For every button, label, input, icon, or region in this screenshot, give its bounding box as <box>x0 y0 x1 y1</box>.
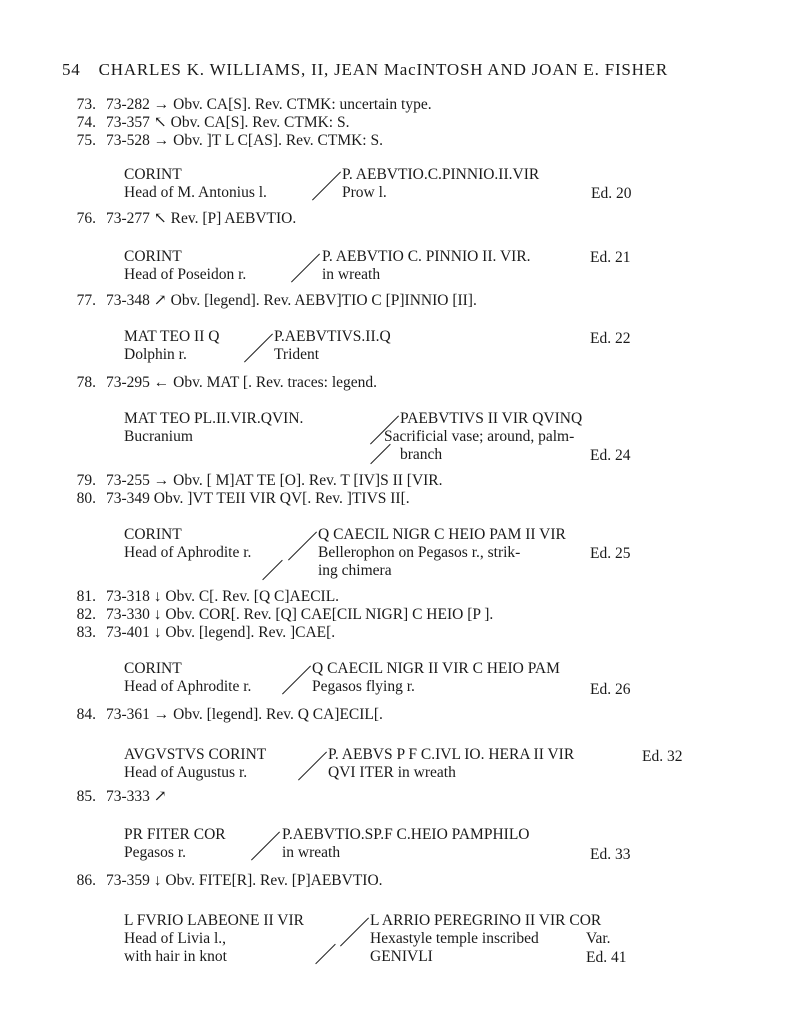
type-obverse-description: Head of M. Antonius l. <box>124 184 267 201</box>
entry-text: 73-318 ↓ Obv. C[. Rev. [Q C]AECIL. <box>106 588 340 605</box>
type-obverse-legend: CORINT <box>124 526 182 543</box>
type-reverse-description: in wreath <box>322 266 381 283</box>
type-obverse-legend: CORINT <box>124 166 182 183</box>
type-reverse-description: Pegasos flying r. <box>312 678 415 695</box>
type-reverse-legend: Q CAECIL NIGR C HEIO PAM II VIR <box>318 526 566 543</box>
entry-number: 84. <box>76 706 96 723</box>
entry-number: 85. <box>76 788 96 805</box>
entry-text: 73-349 Obv. ]VT TEII VIR QV[. Rev. ]TIVS… <box>106 490 410 507</box>
type-reverse-description: Sacrificial vase; around, palm- <box>384 428 575 445</box>
type-reverse-description-cont: ing chimera <box>318 562 392 579</box>
type-obverse-description: Head of Poseidon r. <box>124 266 247 283</box>
entry-number: 79. <box>76 472 96 489</box>
entry-number: 75. <box>76 132 96 149</box>
type-reverse-legend: P. AEBVTIO C. PINNIO II. VIR. <box>322 248 531 265</box>
entry-text: 73-401 ↓ Obv. [legend]. Rev. ]CAE[. <box>106 624 336 641</box>
type-reverse-legend: L ARRIO PEREGRINO II VIR COR <box>370 912 602 929</box>
divider-slash <box>315 943 336 965</box>
type-reverse-description: QVI ITER in wreath <box>328 764 456 781</box>
entry-number: 80. <box>76 490 96 507</box>
type-reverse-description: in wreath <box>282 844 341 861</box>
entry-number: 78. <box>76 374 96 391</box>
type-reverse-description: Hexastyle temple inscribed <box>370 930 539 947</box>
type-reverse-description: Bellerophon on Pegasos r., strik- <box>318 544 521 561</box>
type-obverse-description: Head of Aphrodite r. <box>124 678 252 695</box>
type-reverse-legend: P. AEBVTIO.C.PINNIO.II.VIR <box>342 166 540 183</box>
type-obverse-description-cont: with hair in knot <box>124 948 227 965</box>
edwards-reference: Ed. 25 <box>590 545 631 562</box>
type-obverse-legend: MAT TEO II Q <box>124 328 220 345</box>
entry-text: 73-528 → Obv. ]T L C[AS]. Rev. CTMK: S. <box>106 132 383 149</box>
entry-text: 73-361 → Obv. [legend]. Rev. Q CA]ECIL[. <box>106 706 383 723</box>
entry-text: 73-330 ↓ Obv. COR[. Rev. [Q] CAE[CIL NIG… <box>106 606 494 623</box>
type-obverse-legend: L FVRIO LABEONE II VIR <box>124 912 304 929</box>
type-obverse-legend: MAT TEO PL.II.VIR.QVIN. <box>124 410 304 427</box>
divider-slash <box>312 171 341 201</box>
entry-number: 76. <box>76 210 96 227</box>
running-header: 54 CHARLES K. WILLIAMS, II, JEAN MacINTOS… <box>62 60 762 80</box>
type-reverse-description-cont: branch <box>400 446 443 463</box>
type-obverse-legend: AVGVSTVS CORINT <box>124 746 267 763</box>
type-reverse-description: Trident <box>274 346 320 363</box>
edwards-reference: Ed. 26 <box>590 681 631 698</box>
divider-slash <box>244 333 273 363</box>
edwards-reference: Ed. 22 <box>590 330 631 347</box>
author-line: CHARLES K. WILLIAMS, II, JEAN MacINTOSH … <box>98 60 669 79</box>
type-reverse-description: Prow l. <box>342 184 387 201</box>
divider-slash <box>370 443 391 465</box>
type-obverse-legend: CORINT <box>124 660 182 677</box>
divider-slash <box>288 531 317 561</box>
type-obverse-description: Head of Augustus r. <box>124 764 248 781</box>
edwards-reference: Ed. 21 <box>590 249 631 266</box>
entry-text: 73-277 ↖ Rev. [P] AEBVTIO. <box>106 210 297 227</box>
entry-number: 77. <box>76 292 96 309</box>
entry-text: 73-295 ← Obv. MAT [. Rev. traces: legend… <box>106 374 378 391</box>
entry-number: 86. <box>76 872 96 889</box>
type-obverse-legend: PR FITER COR <box>124 826 226 843</box>
type-reverse-description-cont: GENIVLI <box>370 948 433 965</box>
type-obverse-description: Pegasos r. <box>124 844 186 861</box>
variant-note: Var. <box>586 930 611 947</box>
divider-slash <box>251 831 280 861</box>
entry-text: 73-255 → Obv. [ M]AT TE [O]. Rev. T [IV]… <box>106 472 443 489</box>
type-obverse-description: Head of Livia l., <box>124 930 227 947</box>
entry-text: 73-357 ↖ Obv. CA[S]. Rev. CTMK: S. <box>106 114 350 131</box>
divider-slash <box>298 751 327 781</box>
entry-text: 73-333 ↗ <box>106 788 167 805</box>
type-obverse-description: Bucranium <box>124 428 193 445</box>
type-obverse-description: Dolphin r. <box>124 346 187 363</box>
type-reverse-legend: PAEBVTIVS II VIR QVINQ <box>400 410 583 427</box>
type-reverse-legend: P. AEBVS P F C.IVL IO. HERA II VIR <box>328 746 575 763</box>
entry-number: 82. <box>76 606 96 623</box>
divider-slash <box>262 559 283 581</box>
type-obverse-legend: CORINT <box>124 248 182 265</box>
edwards-reference: Ed. 33 <box>590 846 631 863</box>
entry-text: 73-359 ↓ Obv. FITE[R]. Rev. [P]AEBVTIO. <box>106 872 383 889</box>
type-reverse-legend: P.AEBVTIVS.II.Q <box>274 328 391 345</box>
type-reverse-legend: P.AEBVTIO.SP.F C.HEIO PAMPHILO <box>282 826 530 843</box>
divider-slash <box>291 253 320 283</box>
edwards-reference: Ed. 24 <box>590 447 631 464</box>
divider-slash <box>340 917 369 947</box>
type-obverse-description: Head of Aphrodite r. <box>124 544 252 561</box>
type-reverse-legend: Q CAECIL NIGR II VIR C HEIO PAM <box>312 660 560 677</box>
edwards-reference: Ed. 32 <box>642 748 683 765</box>
entry-text: 73-282 → Obv. CA[S]. Rev. CTMK: uncertai… <box>106 96 432 113</box>
edwards-reference: Ed. 41 <box>586 949 627 966</box>
entry-number: 73. <box>76 96 96 113</box>
entry-text: 73-348 ↗ Obv. [legend]. Rev. AEBV]TIO C … <box>106 292 477 309</box>
entry-number: 74. <box>76 114 96 131</box>
page-number: 54 <box>62 60 81 79</box>
edwards-reference: Ed. 20 <box>591 185 632 202</box>
entry-number: 81. <box>76 588 96 605</box>
entry-number: 83. <box>76 624 96 641</box>
divider-slash <box>282 665 311 695</box>
